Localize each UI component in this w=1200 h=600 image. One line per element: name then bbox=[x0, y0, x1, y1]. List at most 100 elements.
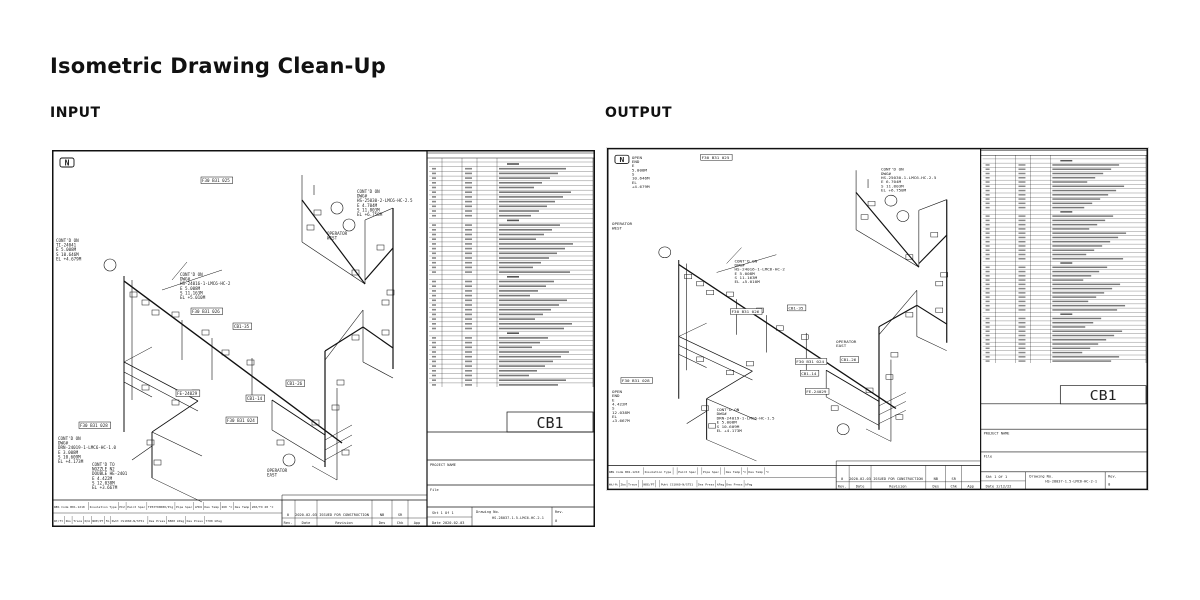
tag-label: F30 B31 026 bbox=[732, 309, 760, 314]
bom-row-text bbox=[432, 285, 436, 287]
pipe-segment bbox=[878, 290, 918, 335]
bom-row-text bbox=[465, 243, 472, 245]
bom-row-text bbox=[1052, 168, 1112, 170]
bom-row-text bbox=[432, 177, 436, 179]
bom-row-text bbox=[465, 186, 472, 189]
bom-row-text bbox=[432, 370, 436, 372]
bom-row-text bbox=[1018, 232, 1026, 234]
north-arrow-icon bbox=[614, 154, 630, 164]
tag-box bbox=[78, 421, 111, 429]
bom-row-text bbox=[465, 167, 472, 170]
bom-row-text bbox=[432, 323, 436, 325]
part-number-box bbox=[930, 232, 939, 238]
part-number-box bbox=[776, 325, 784, 331]
annotation-text: E 4.704M bbox=[357, 203, 378, 208]
bom-row-text bbox=[985, 266, 990, 269]
bom-row-text bbox=[1052, 287, 1113, 290]
bom-row-text bbox=[1018, 228, 1026, 230]
bom-row-text bbox=[1018, 198, 1026, 200]
bom-row-text bbox=[1052, 181, 1088, 183]
bom-row-text bbox=[499, 313, 543, 316]
pipe-segment bbox=[878, 304, 918, 328]
part-number-box bbox=[706, 290, 714, 296]
rev-number: 0 bbox=[1108, 483, 1110, 487]
bom-row-text bbox=[985, 317, 990, 320]
bom-row-text bbox=[985, 177, 990, 179]
pipe-segment bbox=[271, 429, 326, 463]
pipe-segment bbox=[678, 263, 897, 409]
bom-row-text bbox=[499, 327, 564, 330]
drawing-number: HS-28037-1.5-LMC6-HC-2-1 bbox=[492, 516, 544, 520]
pipe-segment bbox=[826, 396, 880, 426]
bom-row-text bbox=[499, 238, 536, 240]
bom-section-header bbox=[507, 276, 519, 278]
bom-row-text bbox=[432, 346, 436, 349]
title-block-cell: WBS Code B01-1210 bbox=[609, 470, 640, 474]
annotation-text: E 5.008M bbox=[735, 271, 756, 276]
part-number-box bbox=[331, 404, 340, 411]
part-number-box bbox=[935, 307, 944, 313]
annotation-text: E 3.008M bbox=[58, 450, 79, 455]
bom-row-text bbox=[499, 224, 560, 226]
bom-row-text bbox=[1018, 317, 1026, 320]
annotation-text: EL +3.667M bbox=[92, 485, 118, 490]
bom-row-text bbox=[499, 247, 565, 250]
title-block-cell: Pwht CS1060-N/ST51 bbox=[661, 483, 694, 487]
pipe-segment bbox=[161, 269, 223, 291]
part-number-box bbox=[153, 459, 162, 466]
bom-row-text bbox=[432, 299, 436, 302]
annotation-text: S 12.038M bbox=[92, 480, 115, 485]
bom-row-text bbox=[432, 360, 436, 363]
bom-row-text bbox=[465, 370, 472, 372]
annotation-text: END bbox=[632, 159, 640, 164]
bom-section-header bbox=[507, 219, 519, 222]
bom-row-text bbox=[1052, 275, 1092, 277]
title-block-cell: 260/TO 28 °C bbox=[252, 505, 274, 509]
tag-box bbox=[225, 416, 258, 424]
pipe-segment bbox=[301, 241, 366, 285]
tag-label: F30 B31 024 bbox=[227, 418, 255, 423]
bom-row-text bbox=[432, 182, 436, 184]
bom-row-text bbox=[465, 229, 472, 231]
bom-row-text bbox=[1018, 189, 1026, 192]
title-block-cell: TP33T90080/Pig bbox=[148, 505, 173, 509]
bom-row-text bbox=[499, 271, 570, 273]
pipe-segment bbox=[151, 477, 203, 503]
annotation-text: TI-24041 bbox=[56, 243, 77, 248]
bom-row-text bbox=[985, 258, 990, 260]
part-number-box bbox=[708, 423, 716, 429]
bom-row-text bbox=[1052, 270, 1100, 273]
bom-row-text bbox=[432, 327, 436, 330]
bom-row-text bbox=[432, 308, 436, 311]
bom-row-text bbox=[1052, 351, 1083, 354]
sheet-number: Sht 1 Of 1 bbox=[986, 475, 1008, 479]
title-block-cell: Des Press bbox=[187, 519, 203, 523]
tag-box bbox=[795, 358, 828, 365]
pipe-segment bbox=[171, 261, 188, 281]
pipe-segment bbox=[706, 439, 757, 462]
instrument-bubble bbox=[103, 258, 117, 272]
annotation-text: S 10.609M bbox=[717, 424, 740, 429]
pipe-segment bbox=[878, 410, 907, 424]
annotation-text: OPERATOR bbox=[267, 468, 288, 473]
revision-number: 0 bbox=[287, 513, 289, 517]
bom-row-text bbox=[465, 280, 472, 283]
bom-row-text bbox=[465, 172, 472, 175]
bom-row-text bbox=[1018, 283, 1026, 286]
bom-row-text bbox=[499, 285, 546, 287]
bom-row-text bbox=[1052, 164, 1120, 166]
rev-no-label: Rev. bbox=[1108, 474, 1117, 478]
part-number-box bbox=[865, 387, 874, 393]
annotation-text: EAST bbox=[267, 473, 278, 478]
bom-row-text bbox=[985, 206, 990, 209]
annotation-text: WEST bbox=[612, 225, 623, 230]
annotation-text: E 4.422M bbox=[92, 476, 113, 481]
bom-row-text bbox=[1052, 330, 1123, 332]
bom-row-text bbox=[432, 210, 436, 212]
bom-row-text bbox=[465, 177, 472, 179]
bom-row-text bbox=[499, 233, 544, 236]
annotation-text: E 5.008M bbox=[717, 420, 738, 425]
